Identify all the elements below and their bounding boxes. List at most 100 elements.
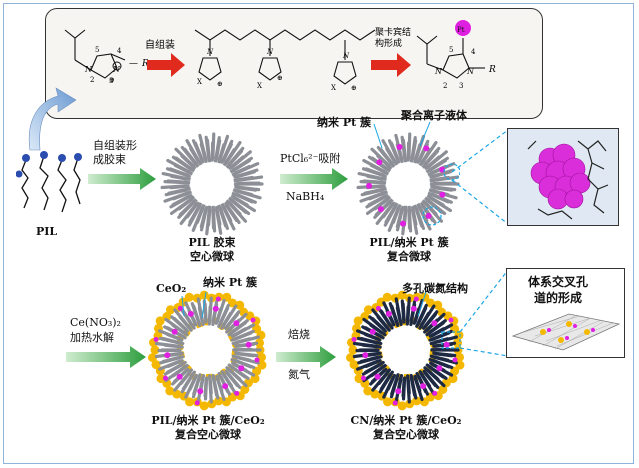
micelle-chain (390, 373, 400, 396)
particle-dot (397, 401, 407, 411)
micelle-chain (174, 147, 195, 168)
particle-dot (385, 310, 392, 317)
micelle-chain (161, 336, 185, 346)
micelle-chain (387, 204, 401, 232)
particle-dot (439, 191, 446, 198)
particle-dot (383, 397, 393, 407)
particle-dot (431, 320, 438, 327)
reaction-scheme-drawing: 5 4 2 3 N N — R ⊕ 自组装 N N N X ⊕ X ⊕ X ⊕ … (64, 20, 496, 92)
micelle-chain (163, 190, 192, 203)
scheme-pt-atom: Pt (457, 26, 465, 34)
particle-dot (194, 400, 200, 406)
particle-dot (349, 360, 359, 370)
micelle-chain (356, 329, 380, 341)
micelle-chain (365, 195, 392, 215)
micelle-chain (220, 203, 236, 231)
micelle-chain (169, 167, 190, 177)
micelle-chain (232, 331, 253, 342)
micelle-chain (185, 139, 203, 167)
micelle-chain (205, 204, 212, 236)
micelle-chain (188, 201, 203, 224)
micelle-chain (196, 297, 205, 327)
particle-dot (238, 365, 245, 372)
micelle-chain (236, 352, 256, 358)
micelle-chain (223, 140, 242, 166)
micelle-chain (225, 371, 239, 388)
micelle-chain (233, 189, 262, 200)
micelle-chain (203, 302, 208, 322)
micelle-chain (395, 207, 404, 229)
micelle-chain (357, 172, 389, 182)
pil-pt-ceo2-sphere (148, 290, 267, 411)
micelle-chain (171, 194, 191, 207)
micelle-chain (164, 317, 189, 337)
micelle-chain (359, 190, 388, 203)
micelle-chain (230, 150, 252, 169)
particle-dot (187, 310, 194, 317)
particle-dot (348, 345, 358, 355)
micelle-chain (426, 150, 448, 169)
svg-text:X: X (197, 78, 202, 86)
particle-dot (395, 388, 402, 395)
particle-dot (438, 384, 448, 394)
page-frame (3, 3, 634, 464)
svg-text:X: X (257, 82, 262, 90)
micelle-chain (225, 366, 248, 388)
sphere2-caption-line2: 复合微球 (387, 250, 431, 263)
micelle-chain (430, 362, 454, 377)
particle-dot (197, 388, 204, 395)
micelle-chain (183, 147, 199, 167)
svg-text:3: 3 (109, 77, 113, 85)
micelle-chain (225, 198, 248, 223)
particle-dot (351, 336, 357, 342)
row2-leader-lines (181, 291, 207, 319)
particle-dot (222, 383, 229, 390)
micelle-chain (198, 133, 208, 163)
micelle-chain (374, 199, 393, 217)
particle-dot (399, 220, 406, 227)
callout-line2: 道的形成 (534, 291, 583, 305)
micelle-chain (421, 149, 440, 170)
particle-dot (412, 396, 422, 406)
micelle-chain (217, 203, 228, 228)
micelle-chain (352, 341, 380, 349)
micelle-chain (416, 203, 432, 231)
svg-text:X: X (331, 84, 336, 92)
micelle-chain (230, 162, 260, 177)
micelle-chain (370, 316, 386, 332)
svg-text:4: 4 (117, 47, 122, 55)
label-porous-cn: 多孔碳氮结构 (402, 282, 468, 295)
micelle-chain (172, 316, 188, 332)
particle-dot (363, 305, 373, 315)
micelle-chain (389, 141, 400, 162)
sphere4-caption-line2: 复合空心微球 (373, 428, 439, 441)
micelle-chain (232, 323, 256, 338)
micelle-chain (228, 197, 248, 214)
micelle-chain (205, 138, 212, 164)
particle-dot (396, 143, 403, 150)
particle-dot (363, 386, 373, 396)
particle-dot (369, 328, 376, 335)
particle-dot (172, 389, 182, 399)
particle-dot (185, 397, 195, 407)
micelle-chain (382, 375, 395, 399)
svg-text:N: N (84, 65, 93, 74)
micelle-chain (431, 355, 458, 365)
label-ceo2: CeO₂ (156, 282, 187, 295)
row1-leader-lines (373, 121, 431, 149)
particle-dot (443, 341, 450, 348)
label-pt-cluster-row2: 纳米 Pt 簇 (203, 276, 258, 289)
micelle-chain (230, 191, 254, 204)
micelle-chain (229, 364, 247, 379)
micelle-chain (154, 341, 182, 349)
svg-text:2: 2 (443, 82, 447, 90)
particle-dot (162, 375, 168, 381)
particle-dot (420, 383, 427, 390)
micelle-chain (356, 359, 380, 371)
particle-dot (452, 357, 458, 363)
svg-text:N: N (342, 52, 350, 60)
micelle-chain (423, 366, 446, 388)
particle-dot (255, 338, 265, 348)
particle-dot (176, 373, 183, 380)
micelle-chain (211, 375, 219, 397)
